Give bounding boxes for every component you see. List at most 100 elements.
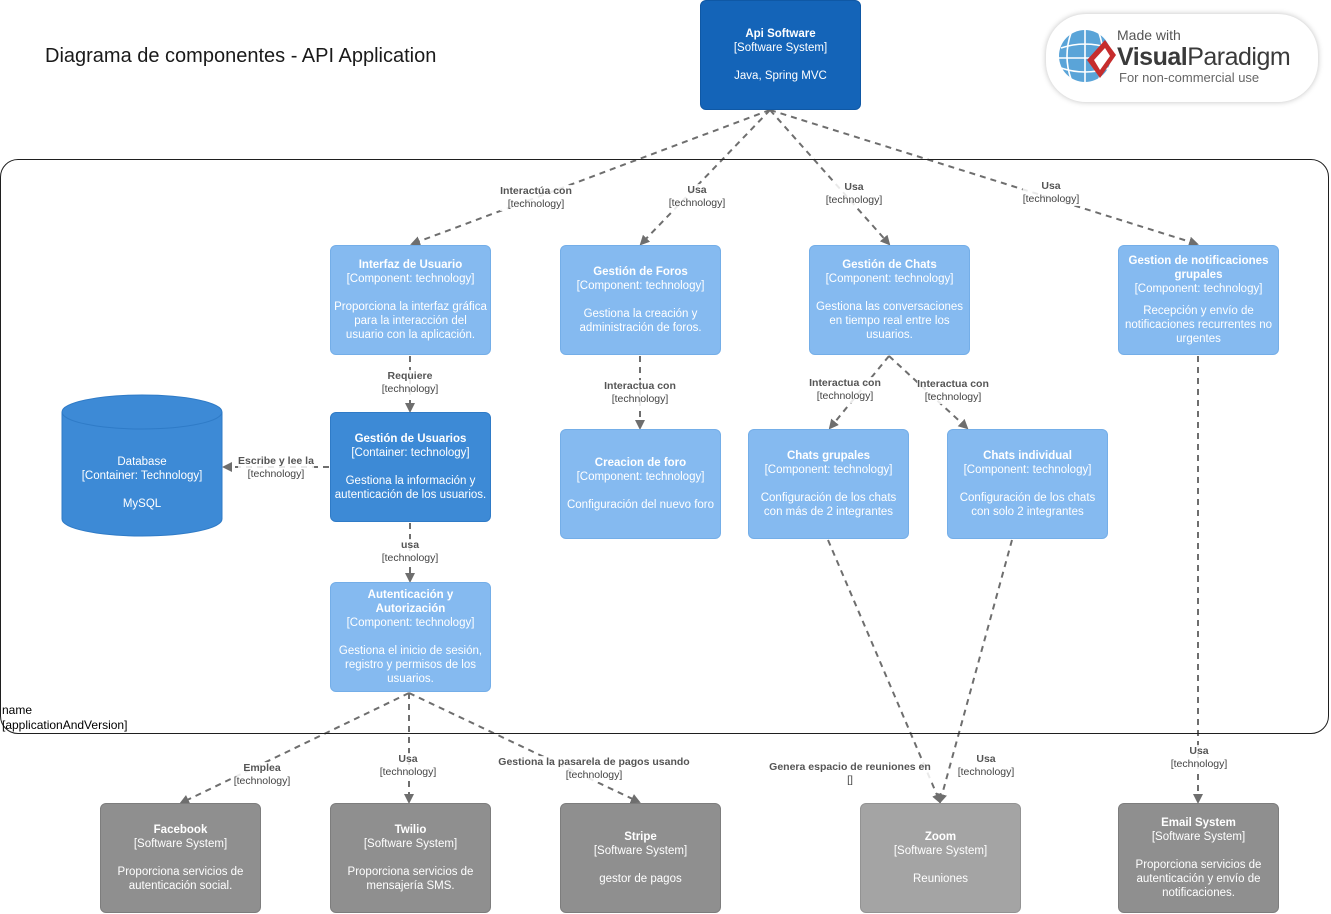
node-api-software[interactable]: Api Software [Software System] Java, Spr… (700, 0, 861, 110)
node-kind: [Component: technology] (825, 273, 954, 285)
node-kind: [Container: Technology] (81, 470, 203, 482)
node-autenticacion[interactable]: Autenticación y Autorización [Component:… (330, 582, 491, 692)
node-twilio[interactable]: Twilio [Software System] Proporciona ser… (330, 803, 491, 913)
node-chats-individual[interactable]: Chats individual [Component: technology]… (947, 429, 1108, 539)
watermark-made-with: Made with (1117, 27, 1181, 43)
node-kind: [Component: technology] (576, 471, 705, 483)
edge-label-text: Usa (398, 753, 418, 765)
node-desc: Configuración de los chats con más de 2 … (760, 492, 897, 518)
edge-label-text: Usa (1189, 745, 1209, 757)
edge-label-api-foros: Usa [technology] (668, 184, 726, 210)
node-desc: Proporciona servicios de autenticación s… (117, 866, 244, 892)
node-facebook[interactable]: Facebook [Software System] Proporciona s… (100, 803, 261, 913)
edge-individual-zoom (937, 539, 1013, 804)
edge-label-api-interfaz: Interactúa con [technology] (500, 185, 572, 211)
edge-label-tech: [technology] (611, 393, 669, 405)
edge-label-text: Interactua con (604, 380, 676, 392)
edge-label-text: Requiere (387, 370, 433, 382)
edge-label-text: usa (400, 539, 420, 551)
watermark-brand: VisualParadigm (1117, 43, 1291, 72)
node-name: Zoom (924, 831, 957, 843)
edge-label-text: Usa (687, 184, 707, 196)
edge-label-tech: [technology] (247, 468, 305, 480)
edge-label-text: Escribe y lee la (238, 455, 314, 467)
edge-label-chats-individual: Interactua con [technology] (917, 378, 989, 404)
node-name: Twilio (394, 824, 427, 836)
node-kind: [Software System] (593, 845, 688, 857)
node-name: Gestion de notificaciones grupales (1128, 255, 1269, 281)
edge-label-individual-zoom: Usa [technology] (957, 753, 1015, 779)
node-name: Facebook (153, 824, 208, 836)
edge-label-text: Interactua con (809, 377, 881, 389)
edge-label-text: Usa (1041, 180, 1061, 192)
edge-label-tech: [technology] (957, 766, 1015, 778)
node-name: Autenticación y Autorización (367, 589, 454, 615)
node-database[interactable]: Database [Container: Technology] MySQL (62, 455, 222, 511)
node-desc: Gestiona las conversaciones en tiempo re… (815, 301, 964, 341)
edge-label-tech: [technology] (381, 552, 439, 564)
node-creacion-foro[interactable]: Creacion de foro [Component: technology]… (560, 429, 721, 539)
edge-label-usuarios-db: Escribe y lee la [technology] (238, 455, 314, 481)
node-chats-grupales[interactable]: Chats grupales [Component: technology] C… (748, 429, 909, 539)
node-desc: Configuración del nuevo foro (566, 499, 715, 511)
edge-label-tech: [technology] (1170, 758, 1228, 770)
edge-auth-stripe (408, 692, 641, 804)
edge-label-tech: [technology] (379, 766, 437, 778)
node-gestion-notificaciones[interactable]: Gestion de notificaciones grupales [Comp… (1118, 245, 1279, 355)
node-kind: [Component: technology] (576, 280, 705, 292)
node-name: Gestión de Chats (842, 259, 937, 271)
node-gestion-usuarios[interactable]: Gestión de Usuarios [Container: technolo… (330, 412, 491, 522)
boundary-label: name [applicationAndVersion] (2, 703, 127, 733)
boundary-name: name (2, 703, 33, 717)
node-desc: Reuniones (913, 873, 968, 885)
edge-label-chats-grupales: Interactua con [technology] (809, 377, 881, 403)
node-desc: Proporciona servicios de autenticación y… (1135, 859, 1262, 899)
node-kind: [Component: technology] (346, 617, 475, 629)
edge-grupales-zoom (827, 539, 942, 804)
node-kind: [Software System] (733, 42, 828, 54)
node-kind: [Container: technology] (351, 447, 470, 459)
edge-label-api-notif: Usa [technology] (1022, 180, 1080, 206)
edge-api-notif (769, 109, 1199, 247)
node-kind: [Component: technology] (346, 273, 475, 285)
edge-label-tech: [technology] (924, 391, 982, 403)
edge-label-tech: [technology] (825, 194, 883, 206)
node-gestion-foros[interactable]: Gestión de Foros [Component: technology]… (560, 245, 721, 355)
node-kind: [Component: technology] (764, 464, 893, 476)
edge-label-tech: [technology] (507, 198, 565, 210)
edge-label-grupales-zoom: Genera espacio de reuniones en [] (769, 761, 931, 787)
edge-label-text: Usa (844, 181, 864, 193)
edge-label-tech: [] (847, 774, 853, 786)
edge-label-tech: [technology] (233, 775, 291, 787)
node-desc: Gestiona la información y autenticación … (334, 475, 487, 501)
edge-label-usuarios-auth: usa [technology] (381, 539, 439, 565)
node-desc: Configuración de los chats con solo 2 in… (959, 492, 1096, 518)
edge-api-chats (769, 109, 891, 246)
node-desc: Java, Spring MVC (734, 70, 827, 82)
node-kind: [Component: technology] (963, 464, 1092, 476)
node-interfaz-usuario[interactable]: Interfaz de Usuario [Component: technolo… (330, 245, 491, 355)
edge-label-text: Genera espacio de reuniones en (769, 761, 931, 773)
node-name: Database (117, 456, 167, 468)
node-kind: [Software System] (363, 838, 458, 850)
visual-paradigm-logo-icon (1059, 30, 1116, 82)
node-desc: gestor de pagos (599, 873, 682, 885)
node-name: Email System (1161, 817, 1236, 829)
node-gestion-chats[interactable]: Gestión de Chats [Component: technology]… (809, 245, 970, 355)
node-kind: [Software System] (1151, 831, 1246, 843)
watermark-note: For non-commercial use (1119, 70, 1260, 85)
node-stripe[interactable]: Stripe [Software System] gestor de pagos (560, 803, 721, 913)
node-name: Gestión de Foros (593, 266, 688, 278)
edge-label-text: Emplea (243, 762, 281, 774)
edge-label-interfaz-usuarios: Requiere [technology] (381, 370, 439, 396)
watermark-brand-second: Paradigm (1187, 43, 1291, 71)
edge-label-api-chats: Usa [technology] (825, 181, 883, 207)
system-boundary (0, 159, 1329, 734)
node-email-system[interactable]: Email System [Software System] Proporcio… (1118, 803, 1279, 913)
node-name: Creacion de foro (594, 457, 687, 469)
edge-label-tech: [technology] (668, 197, 726, 209)
node-kind: [Software System] (133, 838, 228, 850)
node-zoom[interactable]: Zoom [Software System] Reuniones (860, 803, 1021, 913)
node-name: Stripe (624, 831, 657, 843)
